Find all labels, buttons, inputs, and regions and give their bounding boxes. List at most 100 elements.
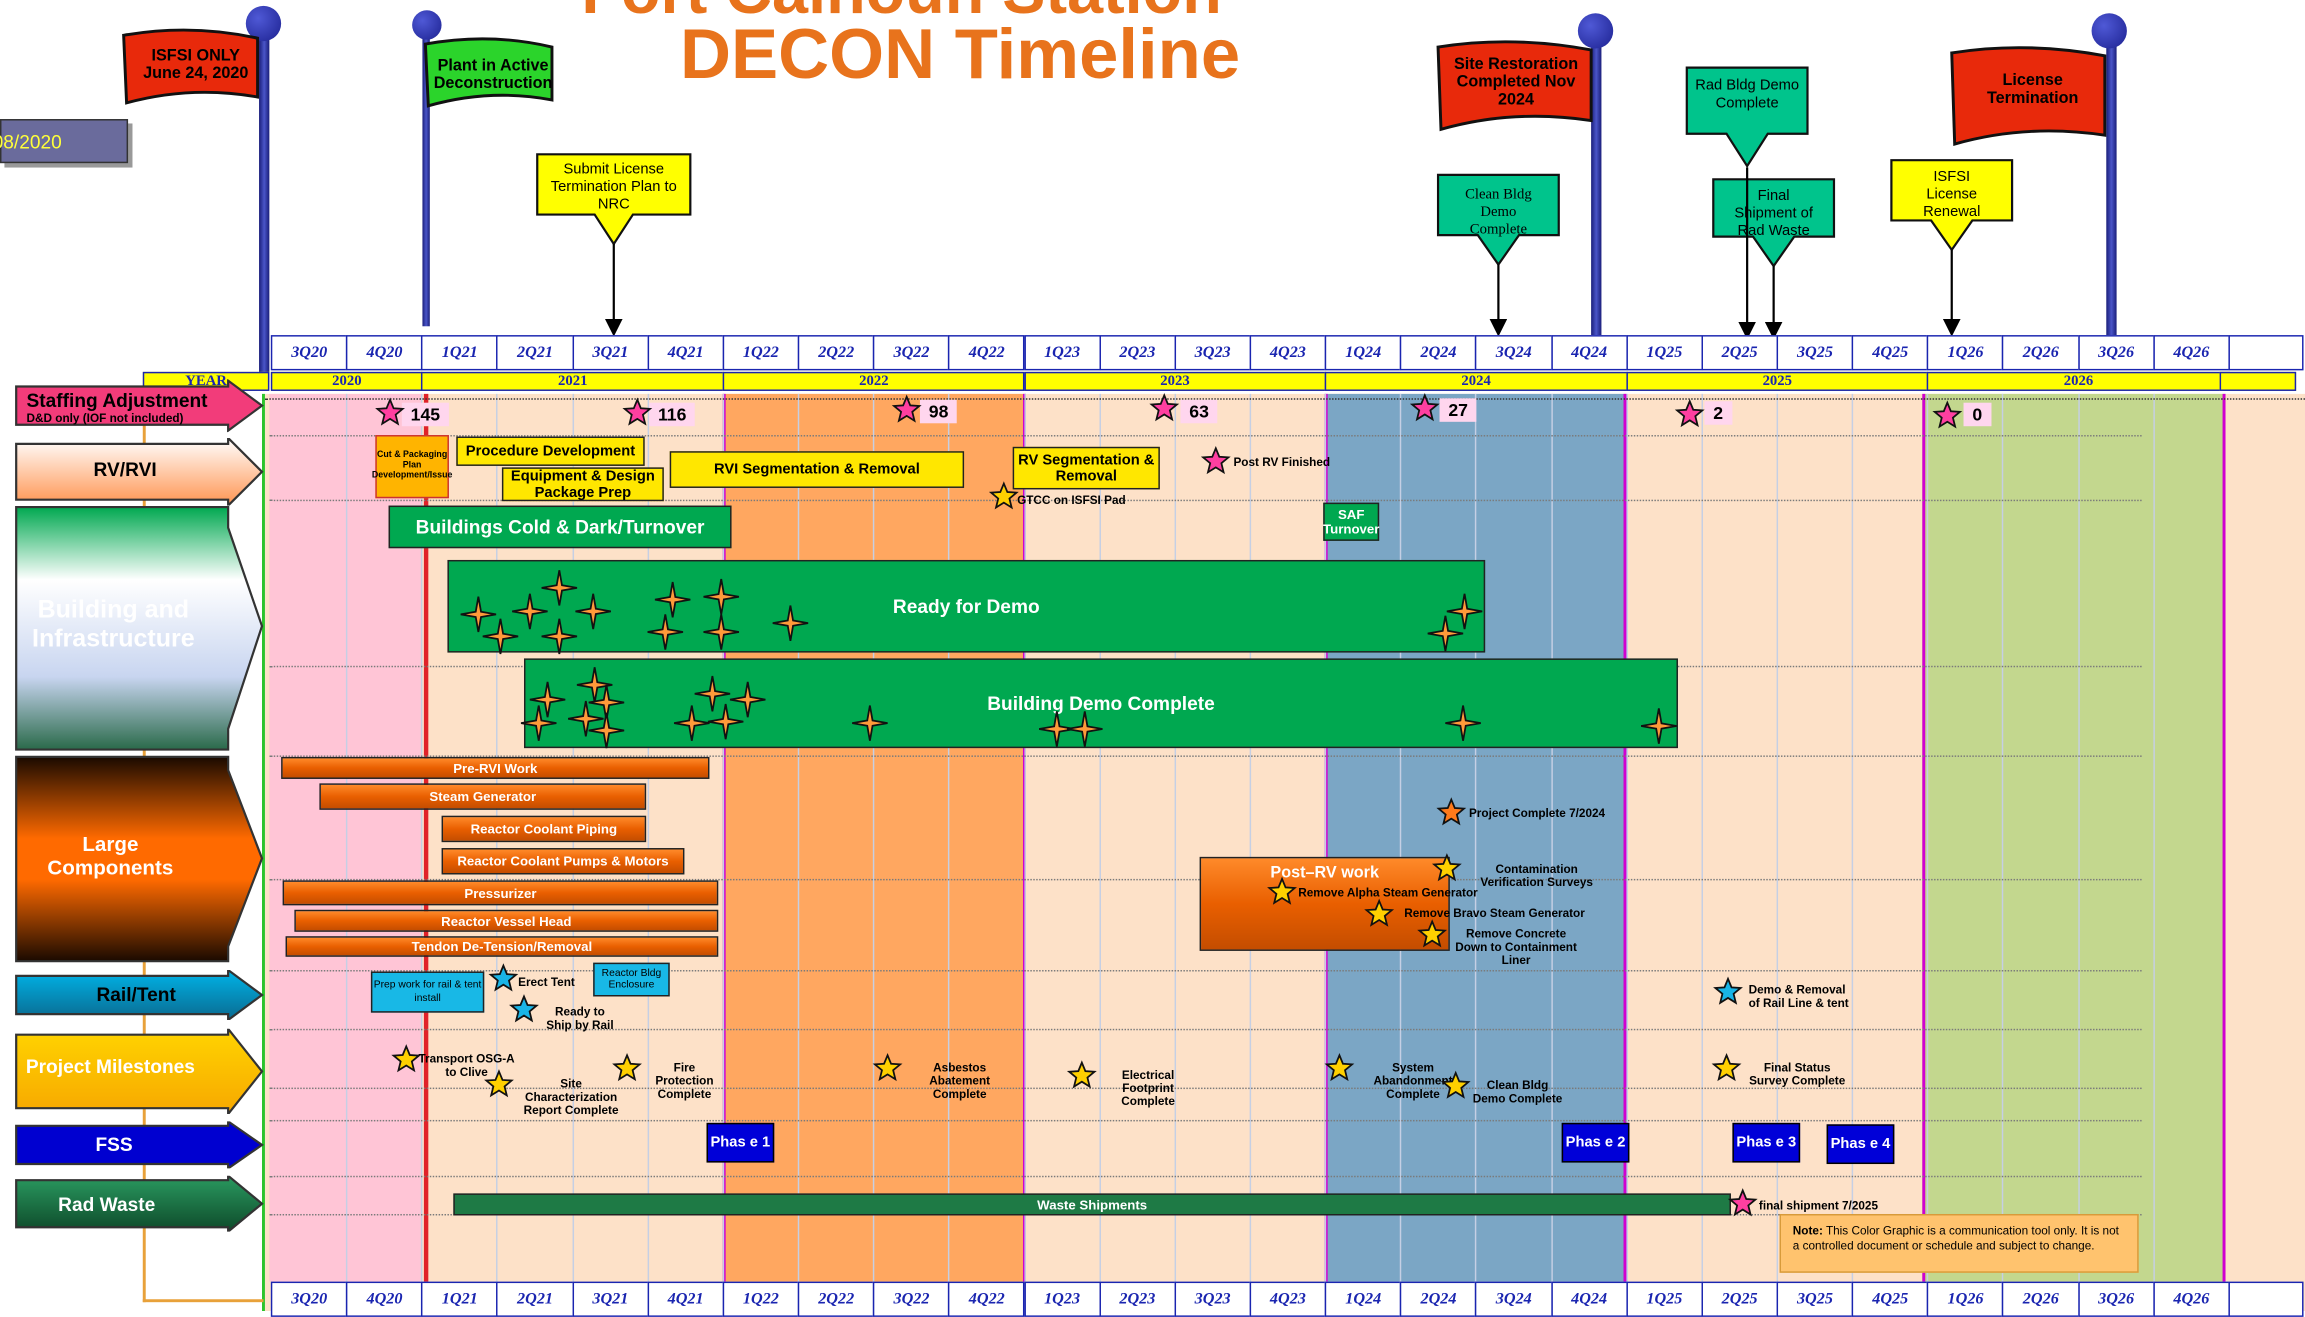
year-cell: 2025 <box>1625 371 1929 391</box>
row-label-building: Building and Infrastructure <box>31 595 195 653</box>
header-dotted-line <box>264 398 2305 400</box>
bar-rv-segmentation: RV Segmentation & Removal <box>1012 446 1160 490</box>
flag-license <box>1950 46 2107 146</box>
bar-procedure: Procedure Development <box>456 436 645 466</box>
pole-knob <box>245 5 282 42</box>
star-icon <box>1711 1052 1742 1082</box>
sparkle-icon <box>1446 593 1483 630</box>
row-arrow-rvrvi <box>15 437 264 506</box>
grid-line <box>1023 393 1026 1282</box>
bar-rvi-segmentation-label: RVI Segmentation & Removal <box>713 461 920 478</box>
bar-tendon: Tendon De-Tension/Removal <box>285 936 719 957</box>
star-icon <box>1149 393 1180 422</box>
bar-ready-demo-label: Ready for Demo <box>892 595 1040 618</box>
sparkle-icon <box>482 618 519 655</box>
label-sys-abandon: System Abandonment Complete <box>1373 1061 1453 1101</box>
grid-line <box>421 393 423 1282</box>
bar-cold-dark: Buildings Cold & Dark/Turnover <box>388 505 732 549</box>
star-icon <box>1436 797 1467 826</box>
star-icon <box>1727 1188 1758 1217</box>
bar-rv-segmentation-label: RV Segmentation & Removal <box>1018 451 1155 485</box>
leader-arrows <box>604 167 1961 340</box>
flag-pole-site <box>1591 32 1602 336</box>
pole-knob <box>412 10 442 40</box>
grid-line <box>1550 393 1553 1282</box>
callout-final-shipment-text: Final Shipment of Rad Waste <box>1734 188 1813 240</box>
flag-site <box>1436 40 1593 132</box>
row-arrow-fss <box>15 1121 264 1169</box>
row-divider <box>269 1175 2142 1178</box>
bar-steam-generator-label: Steam Generator <box>429 789 537 804</box>
date-box: 08/2020 <box>0 119 129 164</box>
quarter-cell: 4Q23 <box>1249 335 1327 371</box>
bar-waste-shipments: Waste Shipments <box>453 1193 1731 1216</box>
quarter-cell: 4Q22 <box>948 335 1026 371</box>
label-clean-demo: Clean Bldg Demo Complete <box>1472 1078 1563 1106</box>
row-arrow-radwaste <box>15 1175 264 1232</box>
row-arrow-building <box>15 505 264 751</box>
grid-line <box>1625 393 1628 1282</box>
row-divider <box>269 435 2142 437</box>
sparkle-icon <box>541 570 578 606</box>
grid-line <box>1927 393 1929 1282</box>
quarter-cell: 2Q23 <box>1098 335 1176 371</box>
note-box: Note: This Color Graphic is a communicat… <box>1779 1213 2139 1273</box>
grid-line <box>1400 393 1402 1282</box>
staffing-count: 63 <box>1180 399 1218 424</box>
star-icon <box>1713 976 1743 1005</box>
label-contam-verif: Contamination Verification Surveys <box>1480 862 1593 890</box>
bar-prep-work: Prep work for rail & tent install <box>370 971 485 1013</box>
quarter-cell: 1Q25 <box>1625 335 1703 371</box>
star-icon <box>488 963 519 992</box>
bar-pre-rvi: Pre-RVI Work <box>281 756 710 779</box>
callout-submit-ltp-text: Submit License Termination Plan to NRC <box>550 161 677 214</box>
row-divider <box>269 755 2142 757</box>
sparkle-icon <box>1445 705 1481 741</box>
star-icon <box>1932 400 1963 429</box>
bar-building-demo-label: Building Demo Complete <box>987 692 1215 715</box>
bar-rv-head-label: Reactor Vessel Head <box>441 913 572 929</box>
star-icon <box>509 994 539 1023</box>
flag-isfsi-text: ISFSI ONLY June 24, 2020 <box>143 47 249 83</box>
note-label: Note: <box>1792 1224 1823 1238</box>
callout-rad-bldg-text: Rad Bldg Demo Complete <box>1695 77 1800 112</box>
quarter-cell: 1Q26 <box>1927 335 2004 371</box>
bar-post-rv-work: Post–RV work <box>1199 856 1450 951</box>
sparkle-icon <box>852 705 888 741</box>
fss-phase-1: Phas e 1 <box>706 1122 775 1163</box>
callout-clean-bldg <box>1436 173 1560 267</box>
sparkle-icon <box>1039 711 1075 747</box>
bar-tendon-label: Tendon De-Tension/Removal <box>411 939 593 954</box>
quarter-cell: 3Q24 <box>1475 335 1553 371</box>
fss-phase-3: Phas e 3 <box>1732 1122 1801 1163</box>
row-label-radwaste: Rad Waste <box>58 1193 156 1216</box>
star-icon <box>988 481 1019 510</box>
bar-rc-pumps-label: Reactor Coolant Pumps & Motors <box>457 853 669 869</box>
row-divider <box>269 970 2142 972</box>
quarter-cell: 1Q23 <box>1023 335 1101 371</box>
star-icon <box>1324 1052 1355 1082</box>
row-divider <box>269 1119 2142 1122</box>
label-demo-rail: Demo & Removal of Rail Line & tent <box>1748 983 1849 1010</box>
flag-pole-isfsi <box>259 29 270 383</box>
grid-line <box>1776 393 1779 1282</box>
pole-knob <box>1577 13 1614 49</box>
flag-isfsi <box>122 28 260 105</box>
bar-prep-work-label: Prep work for rail & tent install <box>373 980 482 1004</box>
row-label-milestones: Project Milestones <box>25 1055 195 1078</box>
grid-line <box>2002 393 2004 1282</box>
star-icon <box>1267 876 1297 905</box>
bar-pressurizer-label: Pressurizer <box>464 885 537 901</box>
grid-line <box>1475 393 1477 1282</box>
quarter-cell: 2Q26 <box>2002 335 2080 371</box>
bar-pressurizer: Pressurizer <box>282 880 719 906</box>
label-ready-ship: Ready to Ship by Rail <box>546 1005 614 1032</box>
star-icon <box>1440 1070 1471 1099</box>
sparkle-icon <box>575 593 611 630</box>
bar-steam-generator: Steam Generator <box>319 783 647 810</box>
row-label-rvrvi: RV/RVI <box>93 458 157 481</box>
label-osg: Transport OSG-A to Clive <box>418 1052 515 1079</box>
bar-equipment: Equipment & Design Package Prep <box>501 467 664 502</box>
row-divider <box>269 1087 2142 1090</box>
sparkle-icon <box>772 605 809 641</box>
